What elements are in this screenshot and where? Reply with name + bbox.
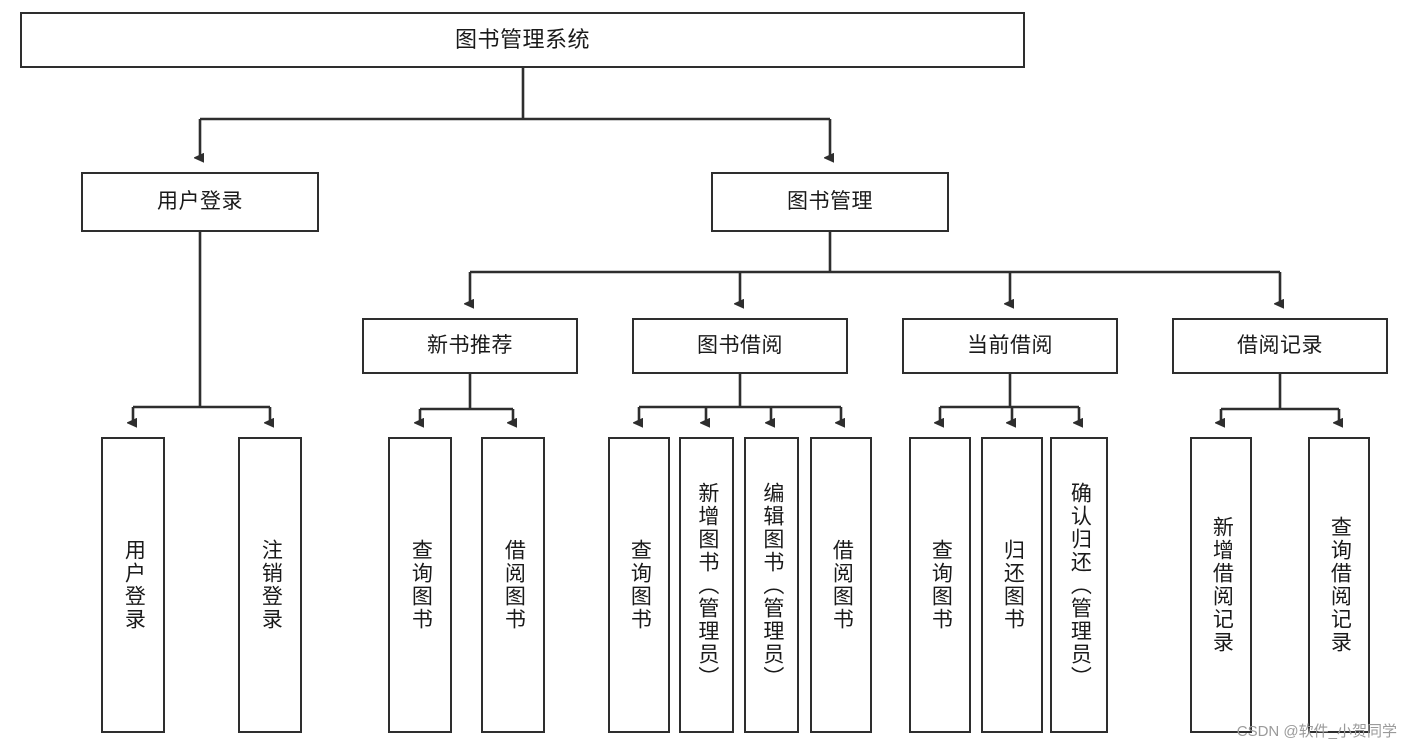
node-label: 图书借阅 [697, 333, 783, 357]
node-borrow-record[interactable]: 借阅记录 [1172, 318, 1388, 374]
node-current-borrow[interactable]: 当前借阅 [902, 318, 1118, 374]
node-label: 借阅记录 [1237, 333, 1323, 357]
node-label: 编辑图书（管理员） [760, 481, 784, 689]
node-leaf-query-book-3[interactable]: 查询图书 [909, 437, 971, 733]
node-label: 当前借阅 [967, 333, 1053, 357]
watermark-text: CSDN @软件_小贺同学 [1236, 723, 1397, 740]
node-label: 确认归还（管理员） [1068, 481, 1092, 689]
node-label: 新增借阅记录 [1210, 516, 1234, 654]
node-leaf-query-book-1[interactable]: 查询图书 [388, 437, 452, 733]
node-leaf-confirm-return-admin[interactable]: 确认归还（管理员） [1050, 437, 1108, 733]
node-label: 用户登录 [122, 539, 146, 631]
node-leaf-logout[interactable]: 注销登录 [238, 437, 302, 733]
node-leaf-borrow-book-2[interactable]: 借阅图书 [810, 437, 872, 733]
node-leaf-borrow-book-1[interactable]: 借阅图书 [481, 437, 545, 733]
node-label: 借阅图书 [502, 539, 526, 631]
node-root-system[interactable]: 图书管理系统 [20, 12, 1025, 68]
node-leaf-return-book[interactable]: 归还图书 [981, 437, 1043, 733]
node-label: 归还图书 [1001, 539, 1025, 631]
node-label: 查询图书 [628, 539, 652, 631]
node-label: 新增图书（管理员） [695, 481, 719, 689]
node-label: 查询图书 [409, 539, 433, 631]
node-new-book-recommend[interactable]: 新书推荐 [362, 318, 578, 374]
node-leaf-add-borrow-record[interactable]: 新增借阅记录 [1190, 437, 1252, 733]
node-leaf-query-book-2[interactable]: 查询图书 [608, 437, 670, 733]
node-book-manage[interactable]: 图书管理 [711, 172, 949, 232]
node-label: 新书推荐 [427, 333, 513, 357]
node-label: 查询借阅记录 [1328, 516, 1352, 654]
node-label: 查询图书 [929, 539, 953, 631]
node-user-login[interactable]: 用户登录 [81, 172, 319, 232]
node-label: 图书管理 [787, 189, 873, 213]
node-leaf-add-book-admin[interactable]: 新增图书（管理员） [679, 437, 734, 733]
node-label: 借阅图书 [830, 539, 854, 631]
node-leaf-user-login[interactable]: 用户登录 [101, 437, 165, 733]
node-leaf-query-borrow-record[interactable]: 查询借阅记录 [1308, 437, 1370, 733]
node-label: 注销登录 [259, 539, 283, 631]
node-book-borrow[interactable]: 图书借阅 [632, 318, 848, 374]
node-label: 用户登录 [157, 189, 243, 213]
node-label: 图书管理系统 [454, 27, 590, 53]
node-leaf-edit-book-admin[interactable]: 编辑图书（管理员） [744, 437, 799, 733]
